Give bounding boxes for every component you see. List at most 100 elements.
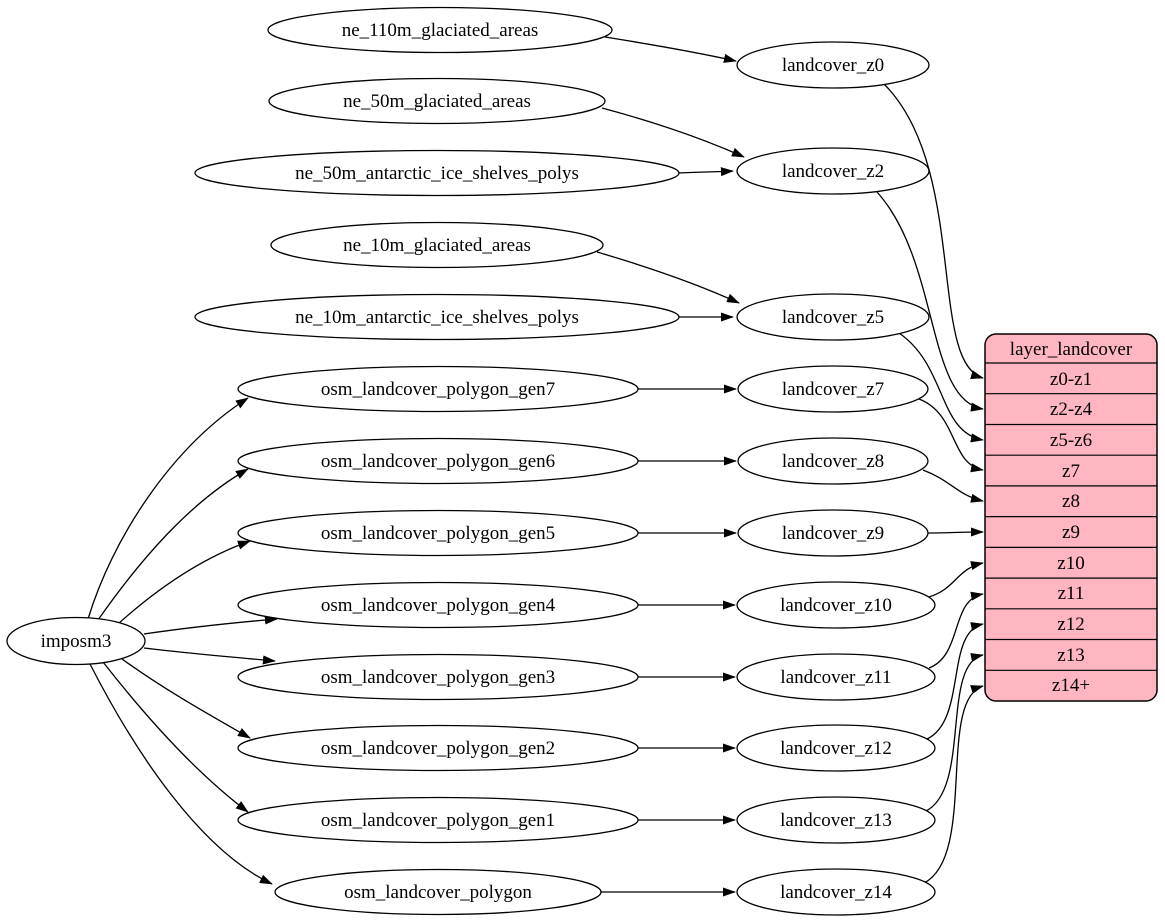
- edge-landcover-z13-row-z13: [925, 653, 984, 812]
- node-landcover-z0: landcover_z0: [736, 41, 930, 89]
- node-landcover-z13: landcover_z13: [736, 796, 936, 844]
- node-label: osm_landcover_polygon_gen4: [321, 595, 556, 616]
- record-row-z5-z6: z5-z6: [1050, 430, 1092, 451]
- node-ellipse: [737, 437, 929, 485]
- edge-landcover-z10-row-z10: [928, 561, 984, 598]
- edges-layer: [87, 36, 984, 897]
- node-osm-landcover-polygon-gen7: osm_landcover_polygon_gen7: [237, 365, 639, 413]
- node-landcover-z14: landcover_z14: [736, 868, 936, 916]
- node-ne-10m-antarctic-ice-shelves-polys: ne_10m_antarctic_ice_shelves_polys: [194, 293, 680, 341]
- node-label: ne_50m_glaciated_areas: [343, 91, 531, 112]
- node-landcover-z11: landcover_z11: [736, 653, 936, 701]
- node-ellipse: [237, 509, 639, 557]
- node-ne-50m-antarctic-ice-shelves-polys: ne_50m_antarctic_ice_shelves_polys: [194, 149, 680, 197]
- node-ellipse: [194, 149, 680, 197]
- node-ellipse: [274, 868, 602, 916]
- edge-landcover-z14-row-z14plus: [923, 685, 984, 884]
- edge-imposm3-osm-landcover-polygon: [89, 663, 273, 885]
- node-ellipse: [194, 293, 680, 341]
- node-label: landcover_z0: [782, 55, 884, 76]
- node-landcover-z2: landcover_z2: [736, 147, 930, 195]
- node-ellipse: [237, 724, 639, 772]
- edge-ne-110m-glaciated-areas-landcover-z0: [604, 36, 737, 63]
- edge-imposm3-osm-landcover-polygon-gen4: [143, 615, 278, 635]
- node-label: osm_landcover_polygon_gen2: [321, 738, 555, 759]
- record-row-z12: z12: [1057, 614, 1084, 635]
- node-ellipse: [267, 6, 613, 54]
- node-label: ne_10m_antarctic_ice_shelves_polys: [295, 307, 579, 328]
- record-row-z0-z1: z0-z1: [1050, 369, 1092, 390]
- node-label: landcover_z10: [780, 595, 892, 616]
- node-ellipse: [6, 616, 146, 666]
- node-imposm3: imposm3: [6, 616, 146, 666]
- node-ellipse: [237, 796, 639, 844]
- node-label: landcover_z12: [780, 738, 892, 759]
- node-ellipse: [270, 221, 604, 269]
- record-row-z14plus: z14+: [1052, 675, 1090, 696]
- record-title: layer_landcover: [1010, 339, 1133, 360]
- node-landcover-z8: landcover_z8: [737, 437, 929, 485]
- node-label: landcover_z13: [780, 810, 892, 831]
- node-ellipse: [237, 365, 639, 413]
- node-label: landcover_z2: [782, 161, 884, 182]
- edge-landcover-z9-row-z9: [927, 527, 984, 537]
- node-osm-landcover-polygon-gen5: osm_landcover_polygon_gen5: [237, 509, 639, 557]
- nodes-layer: imposm3 ne_110m_glaciated_areas ne_50m_g…: [6, 6, 936, 916]
- node-landcover-z5: landcover_z5: [736, 293, 930, 341]
- node-ellipse: [736, 147, 930, 195]
- edge-landcover-z11-row-z11: [928, 591, 984, 669]
- node-label: landcover_z8: [782, 451, 884, 472]
- node-ellipse: [237, 653, 639, 701]
- node-ne-110m-glaciated-areas: ne_110m_glaciated_areas: [267, 6, 613, 54]
- node-ellipse: [736, 581, 936, 629]
- node-layer-landcover: layer_landcover z0-z1 z2-z4 z5-z6 z7 z8 …: [984, 333, 1158, 702]
- node-label: landcover_z9: [782, 523, 884, 544]
- edge-imposm3-osm-landcover-polygon-gen1: [102, 661, 249, 813]
- record-row-z2-z4: z2-z4: [1050, 399, 1093, 420]
- node-ellipse: [736, 796, 936, 844]
- node-label: landcover_z7: [782, 379, 884, 400]
- edge-landcover-z5-row-z5-z6: [898, 332, 984, 443]
- edge-imposm3-osm-landcover-polygon-gen3: [143, 647, 276, 665]
- node-ellipse: [737, 509, 929, 557]
- edge-imposm3-osm-landcover-polygon-gen5: [117, 540, 251, 625]
- node-landcover-z9: landcover_z9: [737, 509, 929, 557]
- node-ne-50m-glaciated-areas: ne_50m_glaciated_areas: [268, 77, 606, 125]
- node-ellipse: [736, 293, 930, 341]
- record-row-z7: z7: [1062, 461, 1080, 482]
- node-osm-landcover-polygon-gen1: osm_landcover_polygon_gen1: [237, 796, 639, 844]
- node-label: osm_landcover_polygon: [344, 882, 532, 903]
- node-ellipse: [268, 77, 606, 125]
- node-osm-landcover-polygon-gen6: osm_landcover_polygon_gen6: [237, 437, 639, 485]
- node-ellipse: [736, 724, 936, 772]
- edge-ne-50m-antarctic-ice-shelves-polys-landcover-z2: [678, 167, 734, 177]
- node-ellipse: [736, 868, 936, 916]
- node-label: osm_landcover_polygon_gen5: [321, 523, 555, 544]
- record-row-z9: z9: [1062, 522, 1080, 543]
- edge-landcover-z12-row-z12: [926, 622, 984, 740]
- edge-landcover-z7-row-z7: [918, 398, 984, 473]
- node-landcover-z12: landcover_z12: [736, 724, 936, 772]
- record-row-z10: z10: [1057, 553, 1084, 574]
- node-ellipse: [237, 437, 639, 485]
- edge-ne-10m-glaciated-areas-landcover-z5: [596, 251, 740, 304]
- node-osm-landcover-polygon-gen2: osm_landcover_polygon_gen2: [237, 724, 639, 772]
- edge-ne-50m-glaciated-areas-landcover-z2: [601, 107, 745, 158]
- record-row-z11: z11: [1058, 583, 1085, 604]
- node-label: ne_110m_glaciated_areas: [342, 20, 539, 41]
- node-label: ne_10m_glaciated_areas: [343, 235, 531, 256]
- node-ne-10m-glaciated-areas: ne_10m_glaciated_areas: [270, 221, 604, 269]
- node-ellipse: [737, 365, 929, 413]
- node-landcover-z10: landcover_z10: [736, 581, 936, 629]
- edge-imposm3-osm-landcover-polygon-gen2: [121, 658, 251, 739]
- edge-landcover-z0-row-z0-z1: [883, 83, 984, 379]
- node-label: osm_landcover_polygon_gen3: [321, 667, 555, 688]
- record-row-z8: z8: [1062, 491, 1080, 512]
- node-osm-landcover-polygon-gen3: osm_landcover_polygon_gen3: [237, 653, 639, 701]
- node-osm-landcover-polygon-gen4: osm_landcover_polygon_gen4: [237, 581, 639, 629]
- node-label: osm_landcover_polygon_gen1: [321, 810, 555, 831]
- node-landcover-z7: landcover_z7: [737, 365, 929, 413]
- node-ellipse: [736, 41, 930, 89]
